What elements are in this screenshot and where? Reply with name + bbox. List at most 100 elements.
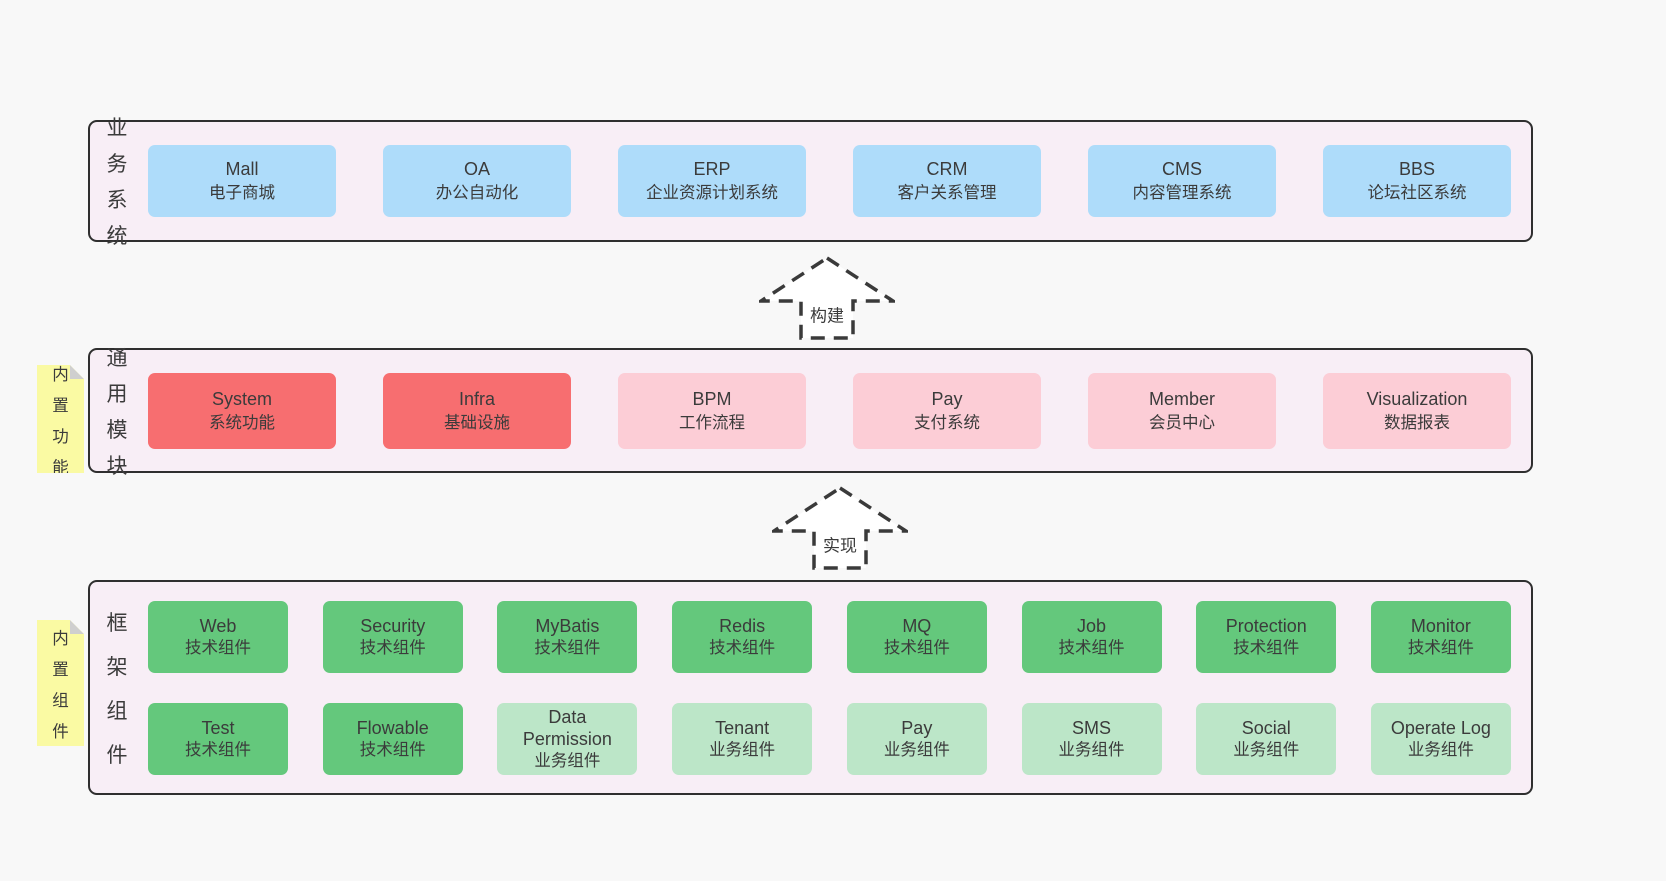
box-web: Web 技术组件: [148, 600, 288, 673]
box-subtitle: 技术组件: [883, 638, 950, 657]
side-label-business-systems: 业务系统: [104, 117, 130, 248]
box-data-permission: Data Permission 业务组件: [497, 702, 638, 775]
box-title: Web: [199, 615, 237, 636]
box-title: CMS: [1162, 159, 1202, 179]
side-label-char: 用: [106, 382, 128, 406]
box-bpm: BPM 工作流程: [618, 372, 806, 449]
box-bbs: BBS 论坛社区系统: [1323, 145, 1511, 217]
box-subtitle: 工作流程: [679, 413, 745, 432]
box-title: Protection: [1225, 615, 1307, 636]
side-label-char: 框: [106, 611, 128, 635]
box-title: Redis: [719, 615, 766, 636]
box-subtitle: 技术组件: [709, 638, 776, 657]
box-title: SMS: [1072, 717, 1112, 738]
box-cms: CMS 内容管理系统: [1088, 145, 1276, 217]
sticky-label-char: 内: [52, 629, 69, 648]
box-subtitle: 办公自动化: [435, 184, 519, 202]
sticky-label-char: 能: [52, 458, 69, 477]
box-title: BPM: [692, 388, 732, 409]
box-subtitle: 技术组件: [534, 638, 601, 657]
arrow-up-icon: [759, 256, 895, 340]
side-label-char: 架: [106, 655, 128, 679]
box-title: OA: [463, 159, 490, 179]
side-label-char: 件: [106, 743, 128, 767]
box-title: Visualization: [1366, 388, 1468, 409]
box-subtitle: 企业资源计划系统: [646, 184, 778, 202]
side-label-char: 业: [106, 117, 128, 140]
sticky-built-in-features: 内置功能: [37, 365, 84, 473]
box-title: Security: [360, 615, 426, 636]
sticky-label-char: 组: [52, 691, 69, 710]
box-subtitle: 业务组件: [1058, 740, 1125, 759]
box-social: Social 业务组件: [1196, 702, 1337, 775]
sticky-built-in-components: 内置组件: [37, 620, 84, 746]
box-title: Social: [1241, 717, 1291, 738]
box-subtitle: 技术组件: [185, 638, 251, 657]
box-title: Pay: [931, 388, 963, 409]
box-title: Flowable: [356, 717, 429, 738]
side-label-common-modules: 通用模块: [104, 347, 130, 478]
side-label-char: 通: [106, 346, 128, 370]
box-subtitle: 基础设施: [444, 413, 510, 432]
box-subtitle: 客户关系管理: [897, 184, 997, 202]
side-label-char: 模: [106, 418, 128, 442]
box-title: Pay: [901, 717, 933, 738]
side-label-char: 系: [106, 189, 128, 212]
box-sms: SMS 业务组件: [1021, 702, 1162, 775]
box-subtitle: 业务组件: [1407, 740, 1474, 759]
sticky-label-char: 内: [52, 365, 69, 384]
box-crm: CRM 客户关系管理: [853, 145, 1041, 217]
box-subtitle: 电子商城: [209, 184, 275, 202]
box-subtitle: 技术组件: [185, 740, 251, 759]
box-subtitle: 系统功能: [209, 413, 275, 432]
side-label-char: 统: [106, 225, 128, 248]
box-subtitle: 技术组件: [359, 638, 426, 657]
box-subtitle: 业务组件: [1233, 740, 1300, 759]
side-label-char: 组: [106, 699, 128, 723]
box-subtitle: 技术组件: [1233, 638, 1300, 657]
panel-framework-components: 框架组件 Web 技术组件 Security 技术组件 MyBatis 技术组件 Redis…: [88, 580, 1533, 795]
box-title: Data Permission: [522, 706, 612, 749]
box-subtitle: 业务组件: [534, 751, 601, 770]
sticky-label-char: 件: [52, 722, 69, 741]
box-subtitle: 论坛社区系统: [1367, 184, 1467, 202]
arrow-up-icon: [772, 486, 908, 570]
box-title: MyBatis: [535, 615, 600, 636]
box-pay: Pay 业务组件: [846, 702, 987, 775]
side-label-char: 务: [106, 153, 128, 176]
box-title: MQ: [902, 615, 932, 636]
arrow-build: 构建: [759, 256, 895, 340]
box-oa: OA 办公自动化: [383, 145, 571, 217]
box-title: Tenant: [715, 717, 770, 738]
box-title: Job: [1077, 615, 1107, 636]
box-title: BBS: [1398, 159, 1436, 179]
box-title: Mall: [225, 159, 259, 179]
box-subtitle: 支付系统: [914, 413, 980, 432]
box-title: Operate Log: [1390, 717, 1491, 738]
arrow-implement-label: 实现: [820, 530, 860, 558]
box-mall: Mall 电子商城: [148, 145, 336, 217]
box-protection: Protection 技术组件: [1196, 600, 1337, 673]
box-subtitle: 业务组件: [883, 740, 950, 759]
side-label-char: 块: [106, 454, 128, 478]
box-subtitle: 内容管理系统: [1132, 184, 1232, 202]
box-mybatis: MyBatis 技术组件: [497, 600, 638, 673]
box-title: CRM: [926, 159, 968, 179]
